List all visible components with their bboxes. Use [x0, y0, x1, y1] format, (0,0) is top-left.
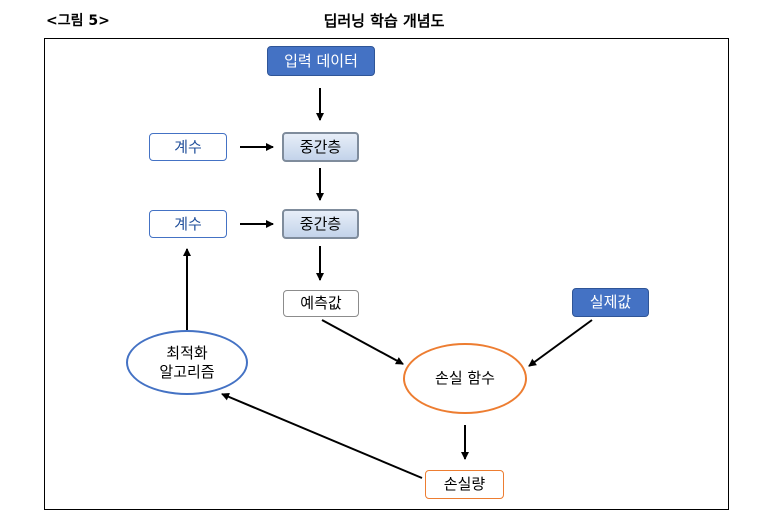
coefficient-node-2: 계수	[149, 210, 227, 238]
arrow-prediction-to-loss-function	[321, 319, 404, 365]
hidden-layer-node-1: 중간층	[282, 132, 359, 162]
coefficient-node-1: 계수	[149, 133, 227, 161]
loss-node: 손실량	[425, 470, 504, 499]
input-data-node: 입력 데이터	[267, 46, 375, 76]
diagram-frame	[44, 38, 729, 510]
diagram-title: 딥러닝 학습 개념도	[323, 12, 445, 30]
optimizer-node: 최적화 알고리즘	[126, 330, 248, 395]
optimizer-label-line1: 최적화	[166, 343, 208, 362]
predicted-value-node: 예측값	[283, 290, 359, 317]
optimizer-label-line2: 알고리즘	[159, 362, 215, 381]
figure-label: <그림 5>	[46, 13, 110, 29]
loss-function-node: 손실 함수	[403, 343, 527, 414]
arrow-actual-to-loss-function	[528, 319, 593, 367]
actual-value-node: 실제값	[572, 288, 649, 317]
arrow-loss-to-optimizer	[221, 393, 423, 479]
hidden-layer-node-2: 중간층	[282, 209, 359, 239]
